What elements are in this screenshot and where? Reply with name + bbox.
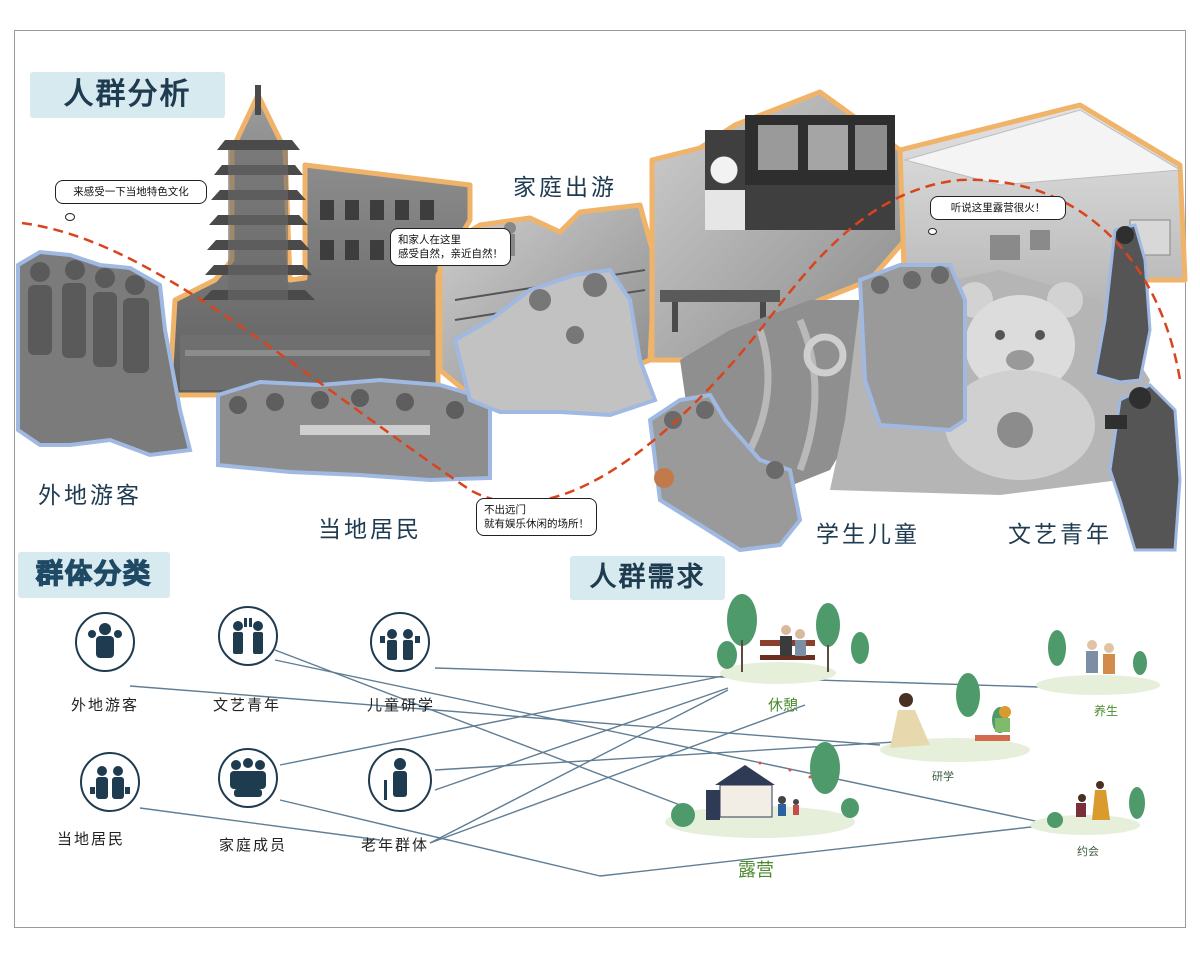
teddy-bear-icon bbox=[945, 282, 1095, 480]
tent-canopy-icon bbox=[903, 109, 1182, 186]
tourists-icon bbox=[75, 612, 135, 672]
dating-scene-icon bbox=[1030, 781, 1145, 835]
need-label-health: 养生 bbox=[1094, 704, 1119, 718]
connector-line bbox=[429, 689, 729, 844]
need-label-dating: 约会 bbox=[1077, 845, 1099, 858]
class-label-artsy: 文艺青年 bbox=[212, 696, 281, 714]
speech-bubble-culture: 来感受一下当地特色文化 bbox=[55, 180, 207, 204]
class-label-family: 家庭成员 bbox=[218, 836, 287, 854]
study-scene-icon bbox=[880, 673, 1030, 762]
bubble-text-line-2: 感受自然，亲近自然！ bbox=[398, 248, 503, 260]
label-local-residents: 当地居民 bbox=[318, 517, 422, 543]
speech-bubble-camping: 听说这里露营很火！ bbox=[930, 196, 1066, 220]
need-label-camping: 露营 bbox=[738, 860, 774, 881]
bubble-text-line-1: 不出远门 bbox=[484, 504, 526, 516]
connector-line bbox=[599, 825, 1041, 877]
class-label-residents: 当地居民 bbox=[56, 830, 125, 848]
camping-stall-icon bbox=[665, 742, 859, 838]
family-icon bbox=[218, 748, 278, 808]
connector-line bbox=[139, 807, 381, 841]
crowd-analysis-title: 人群分析 bbox=[30, 72, 225, 118]
elderly-icon bbox=[368, 748, 432, 812]
connector-line bbox=[129, 685, 881, 746]
building-windows bbox=[320, 200, 434, 260]
connector-line bbox=[274, 659, 1041, 823]
health-scene-icon bbox=[1036, 630, 1160, 695]
student-children-figures bbox=[647, 263, 967, 553]
bubble-tail bbox=[65, 213, 75, 221]
family-figures bbox=[452, 267, 658, 418]
class-label-elderly: 老年群体 bbox=[360, 836, 429, 854]
group-classification-title: 群体分类 bbox=[18, 552, 170, 598]
label-artsy-youth: 文艺青年 bbox=[1008, 522, 1112, 548]
dashed-arc-left bbox=[21, 178, 1182, 504]
class-label-children: 儿童研学 bbox=[366, 696, 435, 714]
connector-line bbox=[279, 674, 729, 766]
connector-line bbox=[429, 704, 806, 844]
bubble-text: 听说这里露营很火！ bbox=[950, 202, 1046, 214]
bubble-tail bbox=[928, 228, 937, 235]
speech-bubble-family: 和家人在这里 感受自然，亲近自然！ bbox=[390, 228, 511, 266]
slides-icon bbox=[746, 318, 847, 472]
rest-scene-icon bbox=[717, 594, 869, 684]
connector-line bbox=[274, 649, 681, 806]
container-cafe-icon bbox=[660, 115, 895, 332]
bubble-text-line-1: 和家人在这里 bbox=[398, 234, 461, 246]
connector-line bbox=[434, 687, 729, 791]
class-label-tourists: 外地游客 bbox=[70, 696, 139, 714]
artsy-youth-figures bbox=[1093, 223, 1182, 552]
children-icon bbox=[370, 612, 430, 672]
label-student-children: 学生儿童 bbox=[816, 522, 920, 548]
bubble-text-line-2: 就有娱乐休闲的场所！ bbox=[484, 518, 589, 530]
need-label-rest: 休憩 bbox=[768, 696, 799, 714]
residents-icon bbox=[80, 752, 140, 812]
speech-bubble-nearby: 不出远门 就有娱乐休闲的场所！ bbox=[476, 498, 597, 536]
cheers-icon bbox=[218, 606, 278, 666]
label-family-outing: 家庭出游 bbox=[513, 175, 617, 201]
pagoda-icon bbox=[202, 85, 315, 300]
crowd-needs-title: 人群需求 bbox=[570, 556, 725, 600]
bubble-text: 来感受一下当地特色文化 bbox=[73, 186, 189, 198]
need-label-study: 研学 bbox=[932, 770, 954, 783]
label-outside-tourists: 外地游客 bbox=[38, 483, 142, 509]
